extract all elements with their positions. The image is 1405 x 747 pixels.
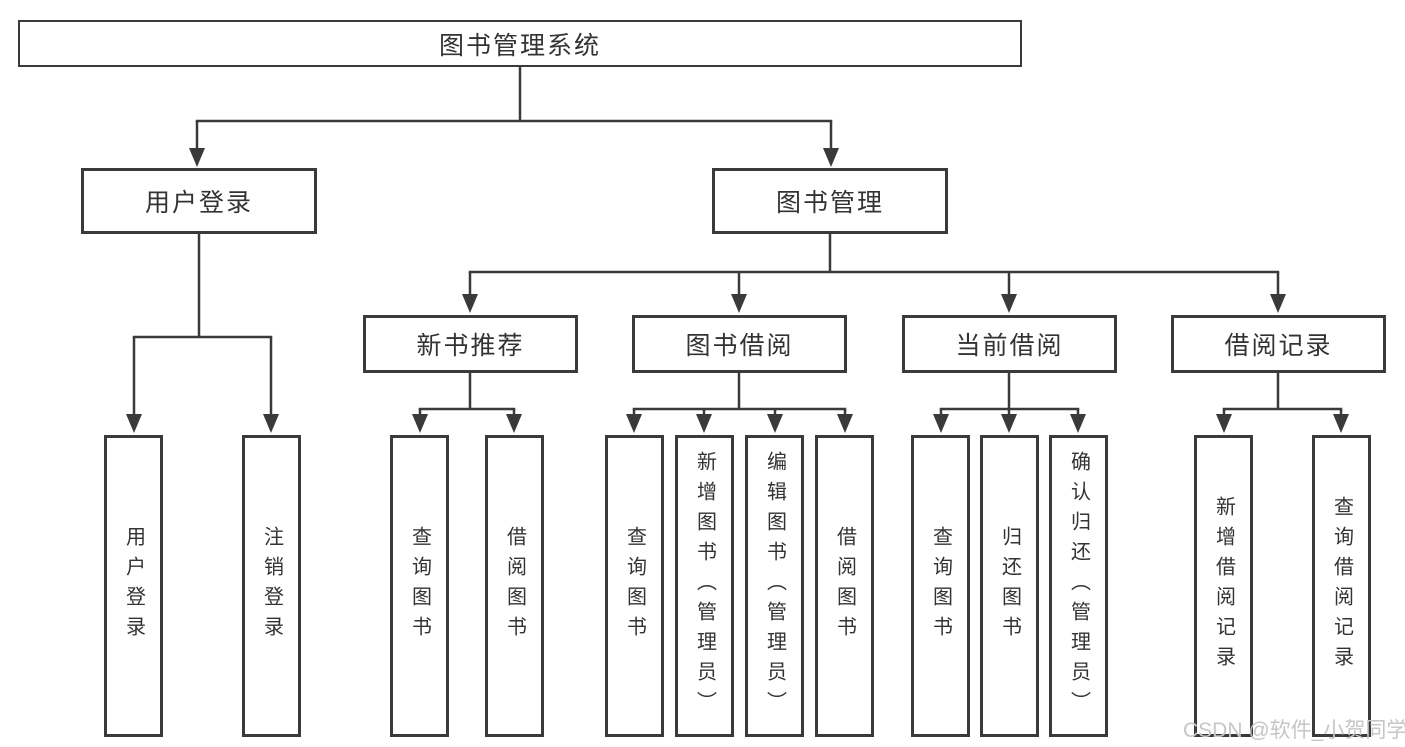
leaf-logout: 注销登录 [242, 435, 301, 737]
leaf-add-borrow-record: 新增借阅记录 [1194, 435, 1253, 737]
leaf-label: 查询图书 [623, 526, 646, 646]
node-book-management: 图书管理 [712, 168, 948, 234]
leaf-label: 新增图书（管理员） [693, 451, 716, 721]
leaf-borrow-books-recommend: 借阅图书 [485, 435, 544, 737]
leaf-label: 借阅图书 [503, 526, 526, 646]
connector-arrowhead [767, 414, 783, 433]
leaf-query-books-borrowing: 查询图书 [605, 435, 664, 737]
leaf-query-borrow-record: 查询借阅记录 [1312, 435, 1371, 737]
leaf-label: 查询图书 [929, 526, 952, 646]
node-label: 图书管理系统 [438, 31, 601, 60]
node-library-system: 图书管理系统 [18, 20, 1022, 67]
connector-arrowhead [1333, 414, 1349, 433]
leaf-label: 归还图书 [998, 526, 1021, 646]
leaf-confirm-return-admin: 确认归还（管理员） [1049, 435, 1108, 737]
node-user-login: 用户登录 [81, 168, 317, 234]
connector-arrowhead [1216, 414, 1232, 433]
node-borrow-records: 借阅记录 [1171, 315, 1386, 373]
node-label: 当前借阅 [955, 332, 1064, 360]
watermark: CSDN @软件_小贺同学 [1183, 719, 1405, 742]
leaf-query-books-current: 查询图书 [911, 435, 970, 737]
leaf-label: 编辑图书（管理员） [763, 451, 786, 721]
node-label: 借阅记录 [1224, 332, 1333, 360]
connector-arrowhead [126, 414, 142, 433]
connector-arrowhead [837, 414, 853, 433]
connector-arrowhead [412, 414, 428, 433]
leaf-label: 用户登录 [122, 526, 145, 646]
leaf-label: 确认归还（管理员） [1067, 451, 1090, 721]
node-current-borrowing: 当前借阅 [902, 315, 1117, 373]
node-label: 新书推荐 [416, 332, 525, 360]
connector-arrowhead [1001, 414, 1017, 433]
node-label: 图书管理 [775, 189, 884, 217]
connector-arrowhead [1070, 414, 1086, 433]
leaf-label: 查询图书 [408, 526, 431, 646]
connector-arrowhead [263, 414, 279, 433]
connector-arrowhead [189, 148, 205, 167]
leaf-borrow-books-borrowing: 借阅图书 [815, 435, 874, 737]
leaf-edit-book-admin: 编辑图书（管理员） [745, 435, 804, 737]
leaf-label: 新增借阅记录 [1212, 496, 1235, 676]
connector-arrowhead [1001, 294, 1017, 313]
connector-arrowhead [696, 414, 712, 433]
connector-arrowhead [731, 294, 747, 313]
leaf-label: 注销登录 [260, 526, 283, 646]
connector-arrowhead [1270, 294, 1286, 313]
connector-arrowhead [823, 148, 839, 167]
node-label: 图书借阅 [685, 332, 794, 360]
leaf-return-book: 归还图书 [980, 435, 1039, 737]
leaf-label: 查询借阅记录 [1330, 496, 1353, 676]
leaf-query-books-recommend: 查询图书 [390, 435, 449, 737]
node-new-book-recommend: 新书推荐 [363, 315, 578, 373]
connector-arrowhead [626, 414, 642, 433]
leaf-add-book-admin: 新增图书（管理员） [675, 435, 734, 737]
connector-arrowhead [506, 414, 522, 433]
connector-arrowhead [933, 414, 949, 433]
node-label: 用户登录 [144, 189, 253, 217]
leaf-label: 借阅图书 [833, 526, 856, 646]
leaf-user-login: 用户登录 [104, 435, 163, 737]
node-book-borrowing: 图书借阅 [632, 315, 847, 373]
connector-arrowhead [462, 294, 478, 313]
